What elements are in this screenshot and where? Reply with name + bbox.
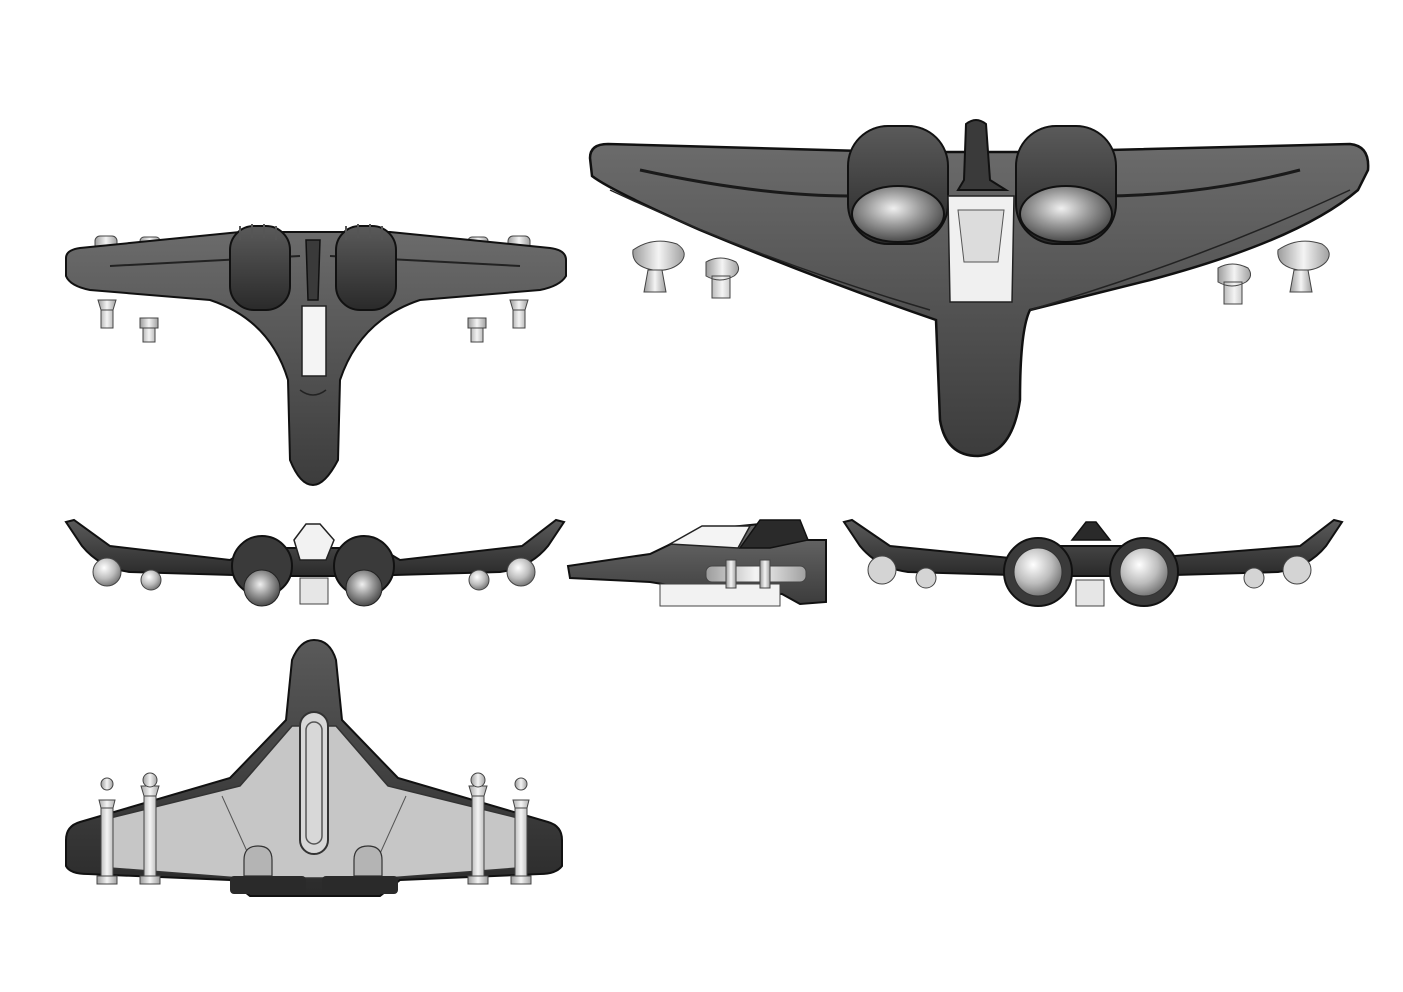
canopy [301, 305, 327, 377]
engine-pair [847, 125, 1117, 245]
bottom-view [65, 638, 563, 897]
perspective-view [588, 119, 1370, 458]
tail-fin [956, 119, 1010, 191]
rear-view [842, 518, 1344, 607]
top-view-small [65, 224, 567, 487]
peg-group [632, 240, 1330, 305]
engine-pair [229, 224, 397, 311]
front-view [64, 518, 566, 607]
side-view [566, 519, 827, 607]
